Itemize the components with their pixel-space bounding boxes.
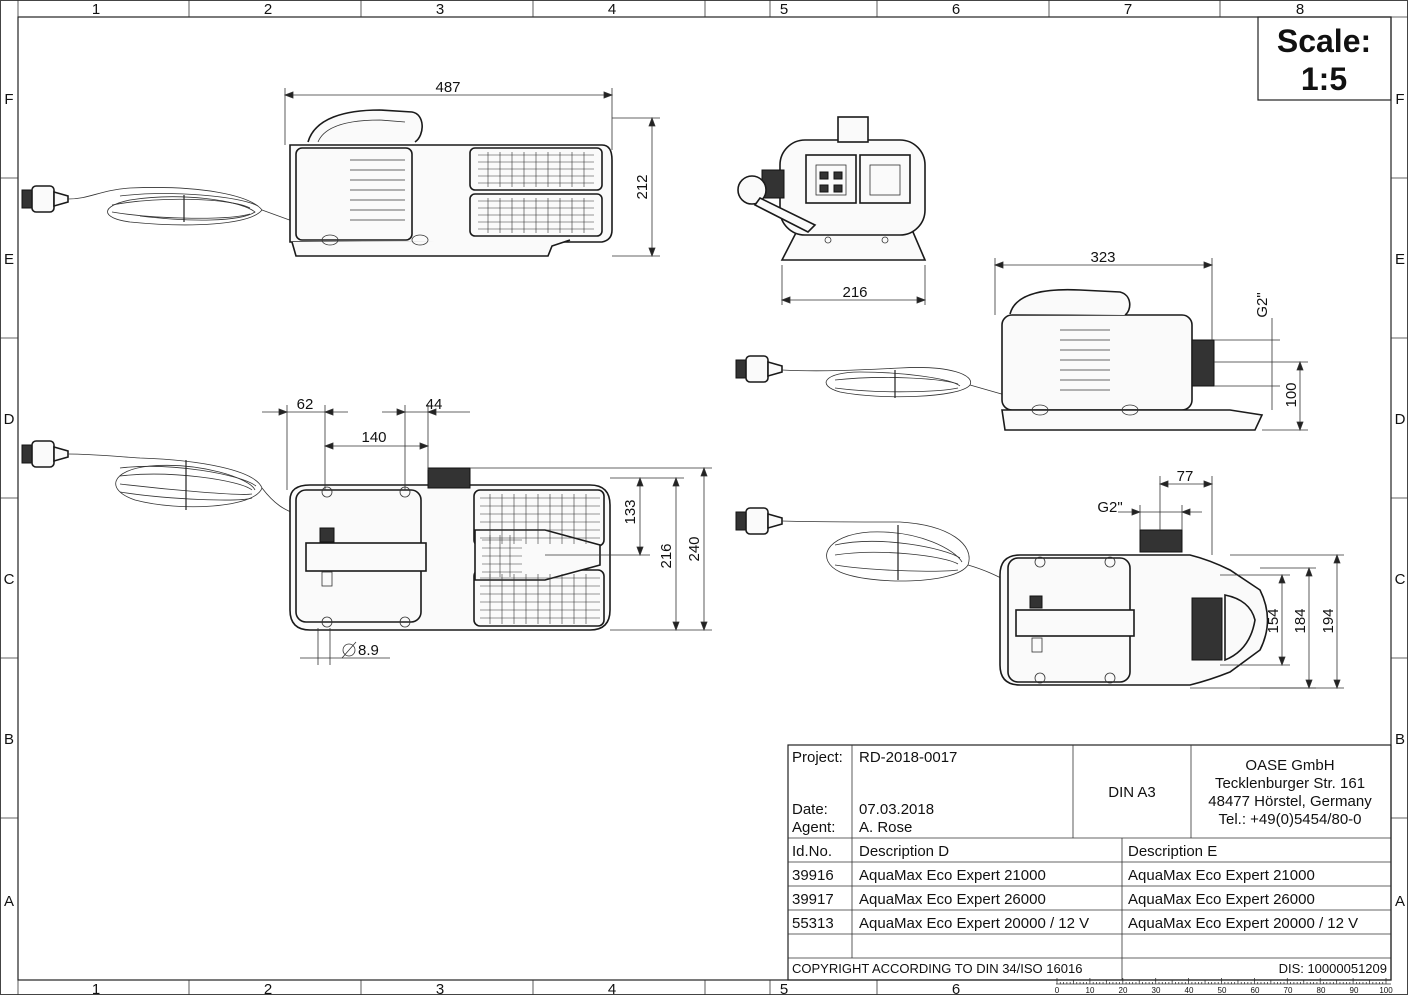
row-label-left: A <box>4 893 14 910</box>
ruler-label: 20 <box>1119 986 1128 995</box>
col-label-bottom: 4 <box>608 981 616 995</box>
col-label-bottom: 3 <box>436 981 444 995</box>
col-label-bottom: 1 <box>92 981 100 995</box>
table-cell: AquaMax Eco Expert 20000 / 12 V <box>859 915 1089 932</box>
col-label-top: 1 <box>92 1 100 18</box>
row-label-right: B <box>1395 731 1405 748</box>
col-label-top: 2 <box>264 1 272 18</box>
dim-top2-outlet: G2" <box>1097 499 1122 516</box>
scale-box <box>1257 16 1392 101</box>
dim-top-140: 140 <box>361 429 386 446</box>
dim-top-133: 133 <box>622 499 639 524</box>
company-line: OASE GmbH <box>1245 757 1334 774</box>
dim-top-62: 62 <box>297 396 314 413</box>
date-label: Date: <box>792 801 828 818</box>
row-label-right: F <box>1395 91 1404 108</box>
agent-value: A. Rose <box>859 819 912 836</box>
company-line: 48477 Hörstel, Germany <box>1208 793 1372 810</box>
paper-format: DIN A3 <box>1108 784 1156 801</box>
row-label-right: D <box>1395 411 1406 428</box>
table-header: Id.No. <box>792 843 832 860</box>
ruler-label: 50 <box>1218 986 1227 995</box>
row-label-left: D <box>4 411 15 428</box>
top-view-2-pump <box>735 507 1269 686</box>
ruler-label: 90 <box>1350 986 1359 995</box>
dis-number: DIS: 10000051209 <box>1279 961 1387 976</box>
col-label-top: 8 <box>1296 1 1304 18</box>
row-label-left: B <box>4 731 14 748</box>
dim-top2-194: 194 <box>1320 608 1337 633</box>
dim-side2-length: 323 <box>1090 249 1115 266</box>
top-view-pump <box>21 440 611 631</box>
ruler-label: 70 <box>1284 986 1293 995</box>
dim-top-216: 216 <box>658 543 675 568</box>
side-view-pump <box>21 109 613 257</box>
col-label-top: 3 <box>436 1 444 18</box>
table-cell: 39916 <box>792 867 834 884</box>
table-cell: AquaMax Eco Expert 21000 <box>1128 867 1315 884</box>
dim-top-hole: 8.9 <box>358 642 379 659</box>
dim-top-44: 44 <box>426 396 443 413</box>
table-cell: 55313 <box>792 915 834 932</box>
project-label: Project: <box>792 749 843 766</box>
ruler-label: 80 <box>1317 986 1326 995</box>
scale-value: 1:5 <box>1301 61 1347 97</box>
dim-top2-184: 184 <box>1292 608 1309 633</box>
ruler-label: 60 <box>1251 986 1260 995</box>
table-cell: AquaMax Eco Expert 26000 <box>1128 891 1315 908</box>
table-header: Description D <box>859 843 949 860</box>
scale-ruler: 0 10 20 30 40 50 60 70 80 90 100 <box>1055 978 1393 995</box>
dim-top-240: 240 <box>686 536 703 561</box>
col-label-top: 7 <box>1124 1 1132 18</box>
dim-side2-outlet: G2" <box>1254 292 1271 317</box>
col-label-top: 4 <box>608 1 616 18</box>
row-label-right: C <box>1395 571 1406 588</box>
agent-label: Agent: <box>792 819 835 836</box>
table-cell: AquaMax Eco Expert 26000 <box>859 891 1046 908</box>
dim-side-height: 212 <box>634 174 651 199</box>
dim-side2-outlet-height: 100 <box>1283 382 1300 407</box>
table-header: Description E <box>1128 843 1217 860</box>
company-line: Tecklenburger Str. 161 <box>1215 775 1365 792</box>
col-label-bottom: 2 <box>264 981 272 995</box>
col-label-bottom: 6 <box>952 981 960 995</box>
row-label-right: E <box>1395 251 1405 268</box>
date-value: 07.03.2018 <box>859 801 934 818</box>
ruler-label: 10 <box>1086 986 1095 995</box>
table-cell: 39917 <box>792 891 834 908</box>
ruler-label: 40 <box>1185 986 1194 995</box>
dim-front-width: 216 <box>842 284 867 301</box>
project-value: RD-2018-0017 <box>859 749 957 766</box>
col-label-bottom: 5 <box>780 981 788 995</box>
company-line: Tel.: +49(0)5454/80-0 <box>1218 811 1361 828</box>
side-view-2-pump <box>735 288 1264 431</box>
dim-top2-77: 77 <box>1177 468 1194 485</box>
dim-top2-154: 154 <box>1265 608 1282 633</box>
ruler-label: 30 <box>1152 986 1161 995</box>
row-label-left: F <box>4 91 13 108</box>
power-plug-icon <box>21 185 69 213</box>
scale-label: Scale: <box>1277 23 1371 59</box>
col-label-top: 6 <box>952 1 960 18</box>
row-label-right: A <box>1395 893 1405 910</box>
row-label-left: C <box>4 571 15 588</box>
row-label-left: E <box>4 251 14 268</box>
drawing-frame <box>17 16 1392 981</box>
ruler-label: 0 <box>1055 986 1060 995</box>
col-label-top: 5 <box>780 1 788 18</box>
dim-side-length: 487 <box>435 79 460 96</box>
front-view-pump <box>737 116 927 261</box>
ruler-label: 100 <box>1379 986 1393 995</box>
copyright-note: COPYRIGHT ACCORDING TO DIN 34/ISO 16016 <box>792 961 1082 976</box>
table-cell: AquaMax Eco Expert 21000 <box>859 867 1046 884</box>
table-cell: AquaMax Eco Expert 20000 / 12 V <box>1128 915 1358 932</box>
